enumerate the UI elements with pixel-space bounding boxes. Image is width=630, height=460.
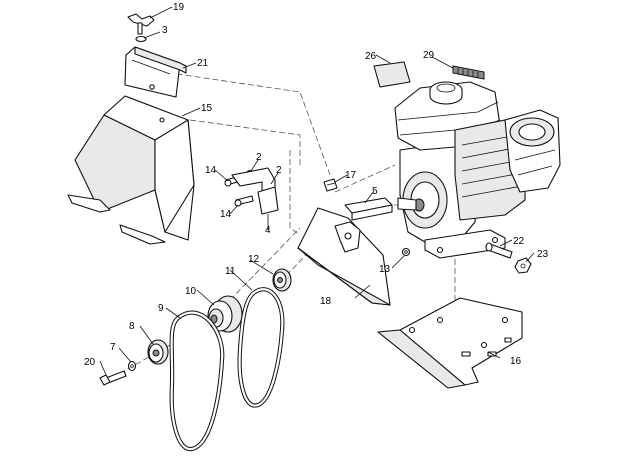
callout-29: 29 (423, 50, 435, 61)
part-19-knob (127, 13, 155, 35)
callout-11: 11 (225, 266, 236, 277)
part-17-clip (323, 178, 338, 192)
part-13-nut (401, 247, 411, 257)
callout-5: 5 (372, 186, 378, 197)
part-5-spacer (344, 197, 393, 221)
part-14-bolt-lower (234, 195, 254, 207)
engine-assembly (394, 81, 561, 259)
callout-8: 8 (129, 321, 135, 332)
part-26-label (373, 61, 411, 88)
part-15-belt-guard (67, 95, 195, 245)
part-20-bolt (99, 370, 127, 386)
callout-20: 20 (84, 357, 96, 368)
part-8-drive-pulley (147, 339, 169, 365)
callout-10: 10 (185, 286, 197, 297)
callout-17: 17 (345, 170, 357, 181)
callout-4: 4 (265, 225, 271, 236)
callout-14-lower: 14 (220, 209, 232, 220)
callout-18: 18 (320, 296, 332, 307)
callout-3: 3 (162, 25, 168, 36)
part-7-washer (127, 360, 137, 372)
callout-23: 23 (537, 249, 549, 260)
callout-14-upper: 14 (205, 165, 217, 176)
callout-2-upper: 2 (256, 152, 262, 163)
part-22-stud (485, 242, 513, 259)
leader-lines (99, 6, 535, 376)
callout-9: 9 (158, 303, 164, 314)
callout-15: 15 (201, 103, 213, 114)
part-3-washer (135, 35, 147, 43)
callout-22: 22 (513, 236, 525, 247)
callout-16: 16 (510, 356, 522, 367)
callout-21: 21 (197, 58, 209, 69)
part-23-nut (514, 257, 532, 274)
part-18-guard-plate (297, 207, 391, 306)
callout-19: 19 (173, 2, 185, 13)
part-29-decal (452, 65, 485, 80)
part-11-belt (237, 287, 285, 408)
part-12-idler-pulley (272, 268, 292, 292)
callout-12: 12 (248, 254, 260, 265)
callout-labels: 19 3 21 15 14 2 2 14 4 17 5 13 18 12 11 … (84, 2, 549, 368)
part-21-cover-bracket (124, 46, 187, 98)
callout-26: 26 (365, 51, 377, 62)
part-4-bracket (231, 167, 279, 215)
part-9-belt (169, 310, 225, 452)
callout-7: 7 (110, 342, 116, 353)
callout-2-lower: 2 (276, 165, 282, 176)
part-16-base-plate (377, 297, 523, 389)
callout-13: 13 (379, 264, 391, 275)
